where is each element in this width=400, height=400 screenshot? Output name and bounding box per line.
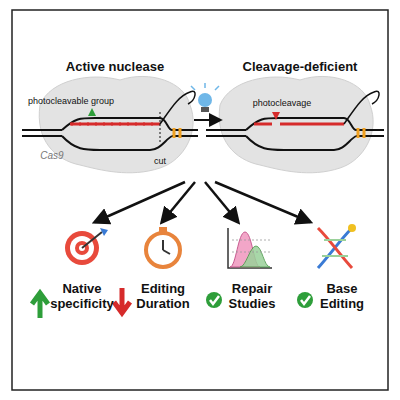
outcome-arrows bbox=[95, 182, 310, 222]
outcome-label: Base Editing bbox=[312, 282, 372, 312]
annotation: photocleavage bbox=[237, 98, 327, 108]
annotation: cut bbox=[145, 156, 175, 166]
protein-name: Cas9 bbox=[32, 150, 72, 162]
cas9-protein bbox=[39, 76, 373, 172]
outcome-label: Editing Duration bbox=[128, 282, 198, 312]
transition-arrow bbox=[194, 119, 220, 121]
outcome-label: Native specificity bbox=[42, 282, 122, 312]
panel-title: Cleavage-deficient bbox=[225, 60, 375, 75]
decrease-arrow bbox=[114, 288, 130, 313]
panel-title: Active nuclease bbox=[40, 60, 190, 75]
target-icon bbox=[65, 228, 108, 265]
frame bbox=[12, 10, 388, 390]
increase-arrow bbox=[32, 293, 48, 318]
outcome-label: Repair Studies bbox=[220, 282, 284, 312]
dna-cleaved bbox=[206, 91, 384, 150]
light-bulb bbox=[191, 83, 219, 112]
dna-icon bbox=[318, 224, 356, 268]
histogram-icon bbox=[228, 228, 272, 268]
annotation: photocleavable group bbox=[16, 96, 126, 106]
stopwatch-icon bbox=[146, 227, 180, 267]
